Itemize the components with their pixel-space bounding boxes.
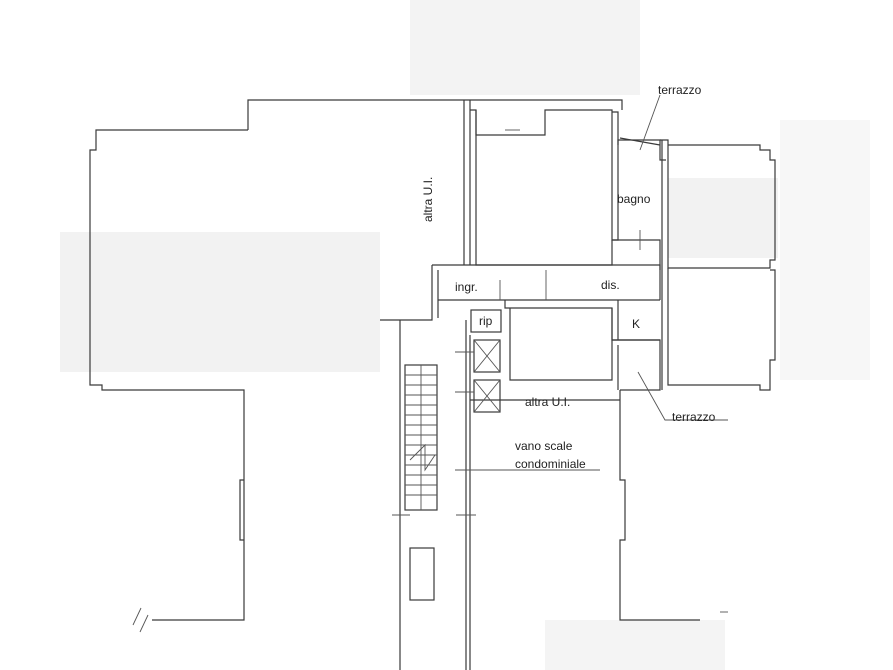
right-unit bbox=[660, 139, 776, 391]
label-k: K bbox=[632, 317, 640, 331]
label-rip: rip bbox=[479, 314, 493, 328]
label-dis: dis. bbox=[601, 278, 620, 292]
label-terrazzo-top: terrazzo bbox=[658, 83, 702, 97]
left-unit-outline bbox=[89, 99, 623, 621]
stairwell bbox=[399, 320, 700, 670]
central-apartment bbox=[380, 109, 666, 391]
label-ingr: ingr. bbox=[455, 280, 478, 294]
label-terrazzo-bottom: terrazzo bbox=[672, 410, 716, 424]
label-vano-scale: vano scale bbox=[515, 439, 573, 453]
terrazzo-top-leader bbox=[639, 94, 661, 151]
label-bagno: bagno bbox=[617, 192, 651, 206]
stair-treads bbox=[405, 374, 437, 496]
elevator-shafts bbox=[473, 339, 501, 413]
terrazzo-bottom-leader bbox=[637, 371, 728, 421]
blurred-areas bbox=[60, 0, 870, 670]
label-altra-ui-vertical: altra U.I. bbox=[421, 177, 435, 222]
label-altra-ui-lower: altra U.I. bbox=[525, 395, 570, 409]
boundary-ticks bbox=[132, 129, 728, 633]
label-condominiale: condominiale bbox=[515, 457, 586, 471]
